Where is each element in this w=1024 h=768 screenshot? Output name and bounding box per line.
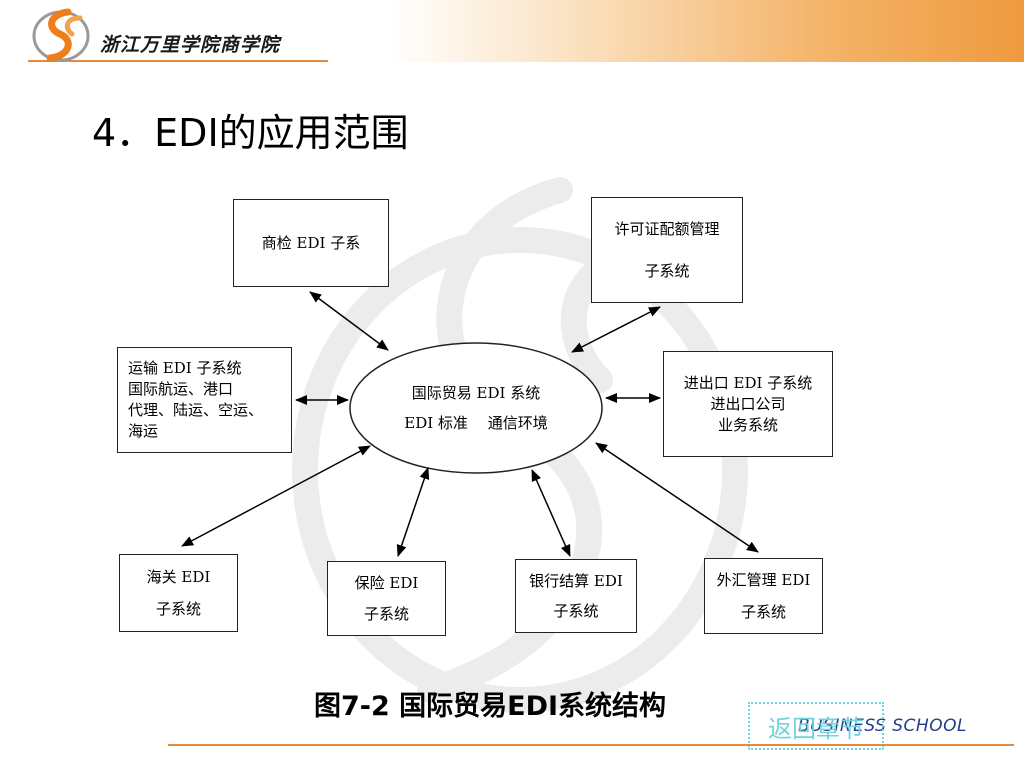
node-forex: 外汇管理 EDI 子系统 [704, 558, 823, 634]
arrow-license [571, 306, 661, 353]
center-line-2: EDI 标准 通信环境 [404, 414, 548, 432]
slide-title: 4．EDI的应用范围 [92, 111, 409, 155]
node-import-export: 进出口 EDI 子系统 进出口公司 业务系统 [663, 351, 833, 457]
arrow-bank [531, 469, 571, 557]
figure-caption: 图7-2 国际贸易EDI系统结构 [313, 691, 667, 722]
footer-divider [168, 744, 1014, 746]
school-name: 浙江万里学院商学院 [100, 34, 281, 56]
arrow-forex [595, 442, 759, 553]
node-license: 许可证配额管理 子系统 [591, 197, 743, 303]
back-to-chapter-link[interactable]: 返回章节 [748, 702, 884, 750]
center-edi-system: 国际贸易 EDI 系统 EDI 标准 通信环境 [350, 343, 602, 473]
header-band [0, 0, 1024, 62]
school-swirl-logo-icon [32, 8, 90, 62]
node-transport: 运输 EDI 子系统 国际航运、港口 代理、陆运、空运、 海运 [117, 347, 292, 453]
arrow-customs [181, 445, 371, 547]
center-ellipse [349, 342, 603, 474]
arrow-inspection [309, 291, 389, 351]
header-divider [28, 60, 328, 62]
center-line-1: 国际贸易 EDI 系统 [411, 384, 541, 402]
node-inspection: 商检 EDI 子系 [233, 199, 389, 287]
node-customs: 海关 EDI 子系统 [119, 554, 238, 632]
node-bank: 银行结算 EDI 子系统 [515, 559, 637, 633]
node-insurance: 保险 EDI 子系统 [327, 561, 446, 636]
arrow-insurance [396, 467, 430, 557]
